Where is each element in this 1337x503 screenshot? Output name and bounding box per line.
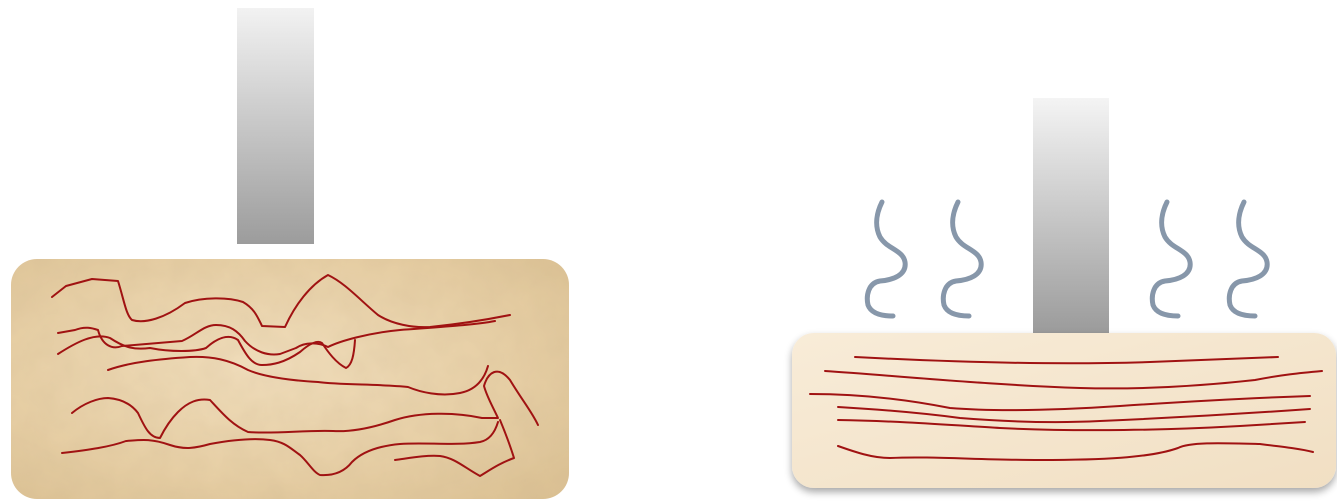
heat-wave-4 [1229, 202, 1267, 316]
right-pressing-bar [1033, 98, 1109, 336]
left-pressing-bar [237, 8, 314, 244]
right-material-block [792, 333, 1336, 488]
right-panel [792, 98, 1336, 488]
left-panel [11, 8, 569, 499]
heat-wave-3 [1152, 202, 1190, 316]
heat-wave-1 [867, 202, 905, 316]
heat-wave-2 [943, 202, 981, 316]
